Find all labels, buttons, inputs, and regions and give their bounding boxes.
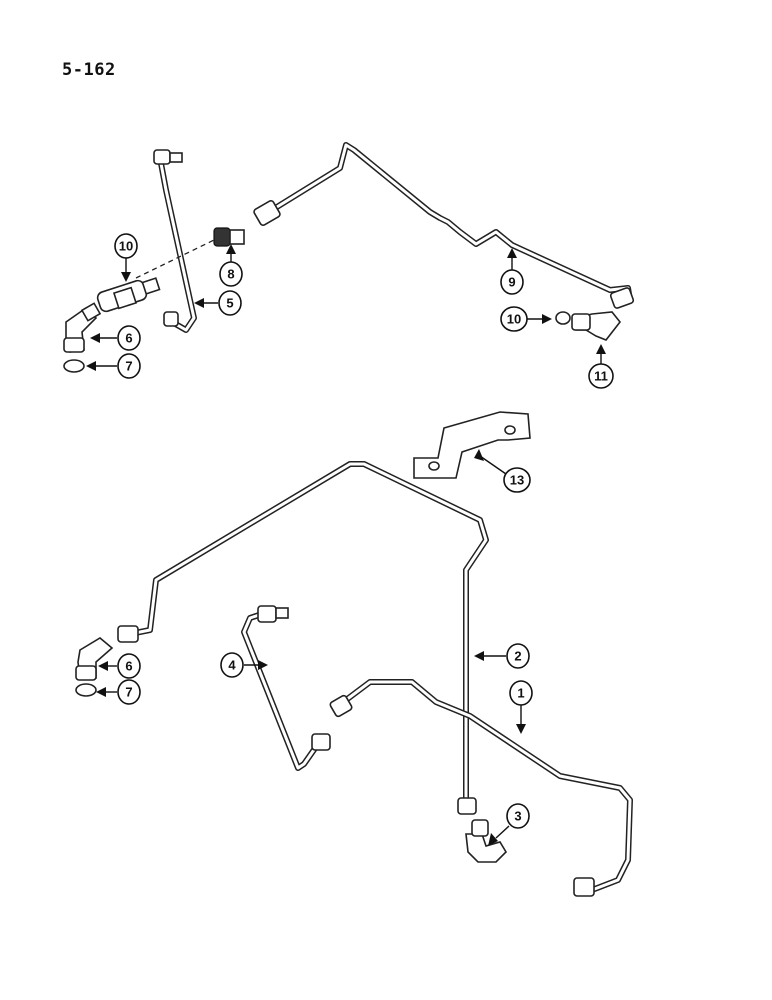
svg-text:10: 10 (507, 312, 521, 327)
svg-text:7: 7 (125, 685, 132, 700)
callout-3: 3 (488, 803, 530, 846)
callout-12: 10 (114, 233, 138, 282)
o-ring-7-bottom (75, 683, 97, 697)
callout-10: 10 (500, 306, 552, 332)
tube-9 (253, 142, 635, 309)
tube-1 (329, 679, 633, 897)
callout-11: 11 (588, 344, 614, 389)
washer-10 (555, 311, 571, 325)
adapter-fitting-8 (213, 227, 245, 247)
svg-text:5: 5 (226, 296, 233, 311)
svg-text:6: 6 (125, 659, 132, 674)
callout-7-top: 7 (86, 353, 141, 379)
svg-text:7: 7 (125, 359, 132, 374)
callout-5: 5 (194, 290, 242, 316)
svg-text:13: 13 (510, 473, 524, 488)
callout-8: 8 (219, 244, 243, 287)
svg-text:2: 2 (514, 649, 521, 664)
o-ring-7-top (63, 359, 85, 373)
callout-4: 4 (220, 652, 268, 678)
callout-2: 2 (474, 643, 530, 669)
svg-text:9: 9 (508, 275, 515, 290)
svg-text:1: 1 (517, 686, 524, 701)
mounting-bracket-13 (413, 411, 531, 479)
callout-6-bottom: 6 (98, 653, 141, 679)
svg-text:3: 3 (514, 809, 521, 824)
elbow-fitting-6-bottom (75, 637, 114, 681)
svg-text:10: 10 (119, 239, 133, 254)
elbow-fitting-11 (571, 311, 622, 341)
tube-2 (117, 461, 489, 815)
svg-text:11: 11 (594, 369, 608, 384)
tube-5 (153, 149, 197, 333)
svg-text:8: 8 (227, 267, 234, 282)
svg-text:4: 4 (228, 658, 236, 673)
tube-4 (241, 605, 331, 771)
elbow-fitting-6-top (63, 302, 102, 353)
callout-1: 1 (509, 680, 533, 734)
callout-13: 13 (474, 449, 531, 493)
callout-9: 9 (500, 248, 524, 295)
svg-text:6: 6 (125, 331, 132, 346)
alignment-line (135, 239, 215, 279)
page-number: 5-162 (62, 60, 116, 80)
elbow-fitting-3 (465, 819, 508, 863)
callout-6-top: 6 (90, 325, 141, 351)
callout-7-bottom: 7 (96, 679, 141, 705)
tee-fitting-12 (96, 277, 161, 313)
